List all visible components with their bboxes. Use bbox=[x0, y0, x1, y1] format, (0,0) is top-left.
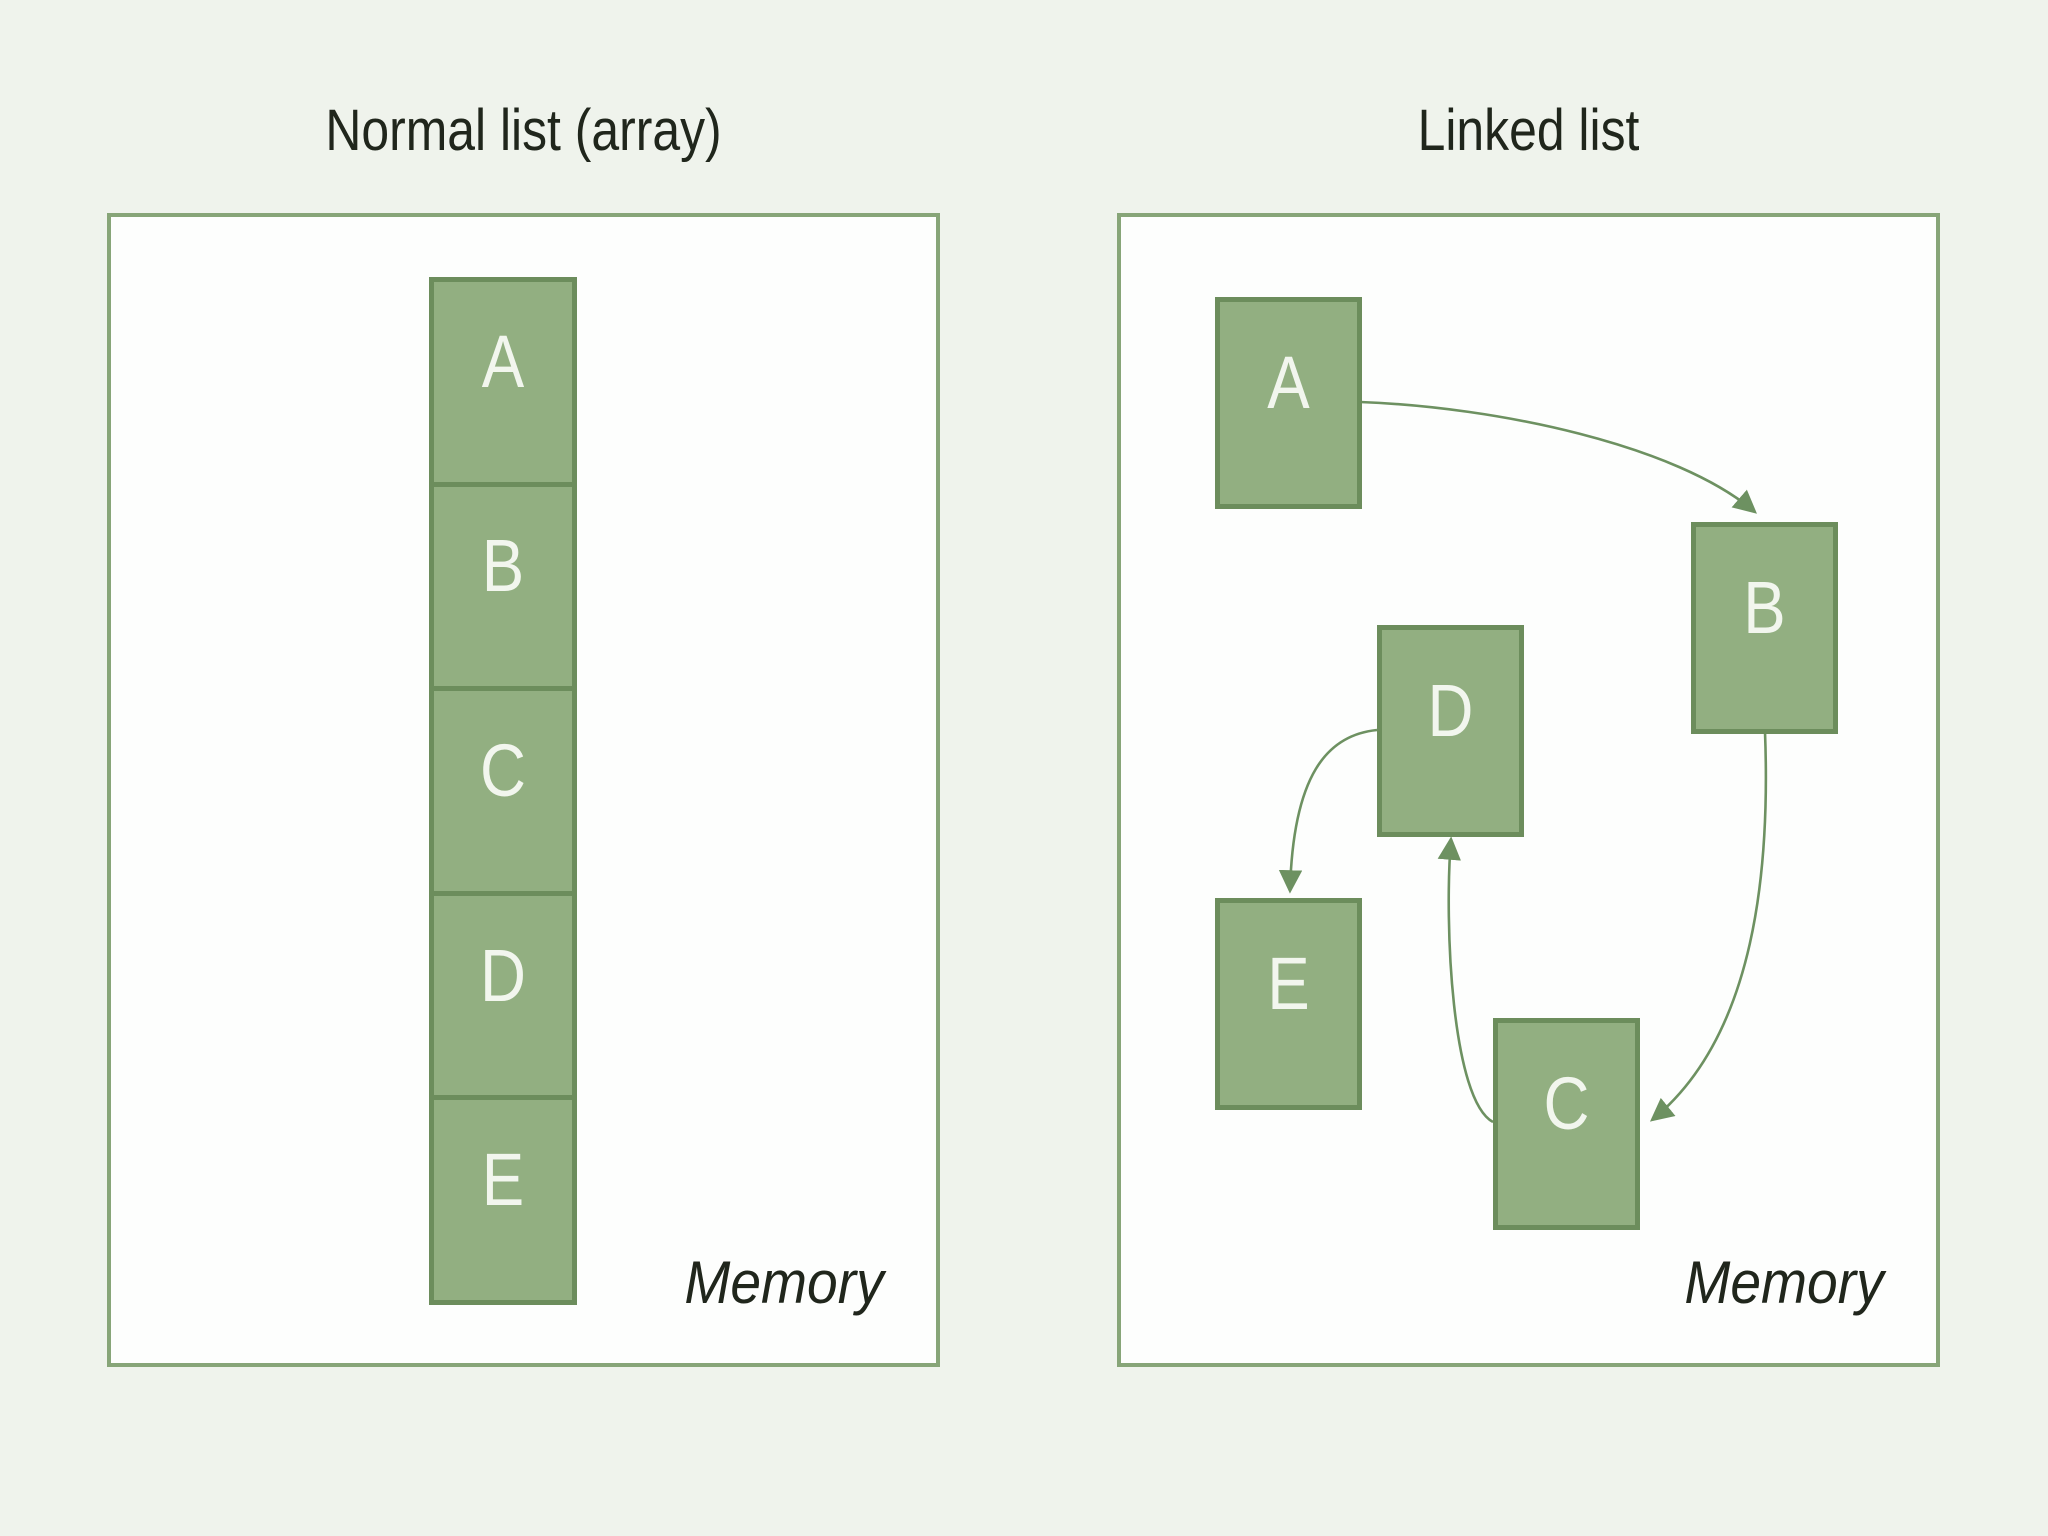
linked-list-memory-panel: A B C D E Memory bbox=[1117, 213, 1940, 1367]
linked-node-A: A bbox=[1215, 297, 1362, 509]
array-cell-label: C bbox=[480, 729, 526, 813]
array-cell-C: C bbox=[429, 686, 577, 896]
array-cell-A: A bbox=[429, 277, 577, 487]
linked-node-B: B bbox=[1691, 522, 1838, 734]
arrow-A-to-B bbox=[1359, 400, 1757, 514]
array-cell-label: B bbox=[481, 524, 525, 608]
array-container: A B C D E bbox=[429, 277, 577, 1305]
linked-list-panel-title: Linked list bbox=[1417, 98, 1640, 163]
array-cell-E: E bbox=[429, 1095, 577, 1305]
linked-node-label: B bbox=[1743, 565, 1786, 649]
array-panel-title: Normal list (array) bbox=[325, 98, 722, 163]
array-cell-B: B bbox=[429, 481, 577, 692]
arrow-B-to-C bbox=[1649, 731, 1768, 1122]
linked-node-D: D bbox=[1377, 625, 1524, 837]
linked-node-label: D bbox=[1427, 668, 1474, 752]
arrow-D-to-E bbox=[1278, 728, 1378, 894]
array-cell-label: D bbox=[480, 933, 526, 1017]
linked-list-arrows-layer bbox=[1278, 400, 1768, 1124]
linked-node-label: C bbox=[1543, 1061, 1590, 1145]
array-cell-label: E bbox=[481, 1138, 525, 1222]
linked-node-E: E bbox=[1215, 898, 1362, 1110]
linked-node-C: C bbox=[1493, 1018, 1640, 1230]
array-cell-label: A bbox=[481, 319, 525, 403]
arrow-C-to-D bbox=[1437, 836, 1494, 1124]
array-cell-D: D bbox=[429, 890, 577, 1101]
memory-label-left: Memory bbox=[684, 1249, 884, 1316]
array-memory-panel: A B C D E Memory bbox=[107, 213, 940, 1367]
linked-node-label: A bbox=[1267, 340, 1310, 424]
linked-node-label: E bbox=[1267, 941, 1310, 1025]
memory-label-right: Memory bbox=[1684, 1249, 1884, 1316]
